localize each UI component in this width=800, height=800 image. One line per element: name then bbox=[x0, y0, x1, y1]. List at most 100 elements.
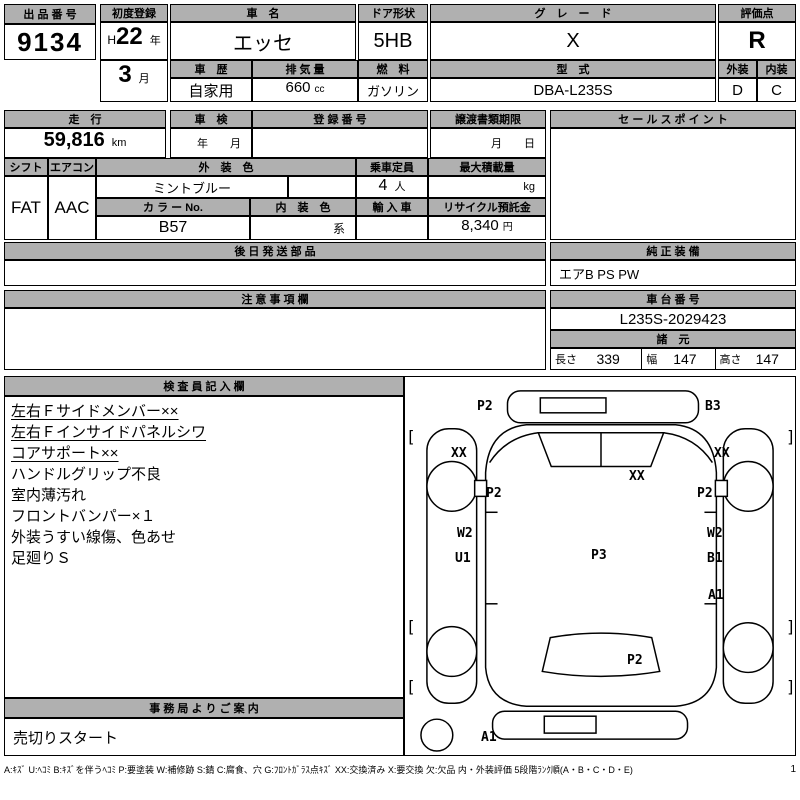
damage-mark: W2 bbox=[457, 526, 473, 541]
inspector-note-line: 室内薄汚れ bbox=[11, 487, 87, 504]
car-name-value: エッセ bbox=[170, 22, 356, 60]
damage-mark: W2 bbox=[707, 526, 723, 541]
mileage-label: 走 行 bbox=[4, 110, 166, 128]
rear-bumper bbox=[491, 710, 689, 740]
capacity-value: 4 人 bbox=[356, 176, 428, 198]
fuel-value: ガソリン bbox=[358, 78, 428, 102]
displacement-label: 排 気 量 bbox=[252, 60, 358, 78]
pillar-bracket: [ bbox=[406, 617, 416, 636]
transfer-deadline-value: 月 日 bbox=[430, 128, 546, 158]
damage-mark: XX bbox=[714, 446, 730, 461]
era-prefix: H bbox=[107, 33, 116, 47]
rear-left-wheel bbox=[426, 625, 478, 678]
damage-mark: A1 bbox=[708, 588, 724, 603]
displacement-value: 660 cc bbox=[252, 78, 358, 102]
max-load-value: kg bbox=[428, 176, 546, 198]
car-body bbox=[484, 424, 718, 708]
width-label: 幅 bbox=[646, 354, 658, 366]
inspector-note-line: 外装うすい線傷、色あせ bbox=[11, 529, 177, 546]
caution-notes-box bbox=[4, 308, 546, 370]
front-bumper bbox=[506, 390, 700, 424]
max-load-label: 最大積載量 bbox=[428, 158, 546, 176]
first-reg-label: 初度登録 bbox=[100, 4, 168, 22]
mileage-value: 59,816 km bbox=[4, 128, 166, 158]
recycle-deposit-value: 8,340 円 bbox=[428, 216, 546, 240]
shift-label: シフト bbox=[4, 158, 48, 176]
length-value: 339 bbox=[596, 351, 620, 367]
windshield bbox=[537, 431, 665, 468]
interior-color-value: 系 bbox=[250, 216, 356, 240]
inspector-note-line: ハンドルグリップ不良 bbox=[11, 466, 162, 483]
score-label: 評価点 bbox=[718, 4, 796, 22]
chassis-no-value: L235S-2029423 bbox=[550, 308, 796, 330]
damage-mark: XX bbox=[629, 469, 645, 484]
damage-mark: B3 bbox=[705, 399, 721, 414]
pillar-bracket: ] bbox=[786, 677, 796, 696]
year-unit: 年 bbox=[149, 35, 161, 47]
inspection-label: 車 検 bbox=[170, 110, 252, 128]
pillar-bracket: [ bbox=[406, 677, 416, 696]
length-label: 長さ bbox=[555, 354, 577, 366]
exterior-grade-label: 外装 bbox=[718, 60, 757, 78]
import-car-value bbox=[356, 216, 428, 240]
rear-plate bbox=[543, 715, 597, 734]
fuel-label: 燃 料 bbox=[358, 60, 428, 78]
width-value: 147 bbox=[673, 351, 697, 367]
registration-no-label: 登 録 番 号 bbox=[252, 110, 428, 128]
first-reg-year: 22 bbox=[115, 23, 143, 50]
score-value: R bbox=[718, 22, 796, 60]
exterior-color-label: 外 装 色 bbox=[96, 158, 356, 176]
auction-no-value: 9134 bbox=[4, 24, 96, 60]
first-reg-month: 3 bbox=[118, 61, 132, 88]
import-car-label: 輸 入 車 bbox=[356, 198, 428, 216]
grade-label: グ レ ー ド bbox=[430, 4, 716, 22]
inspector-note-line: 左右Ｆサイドメンバー×× bbox=[11, 403, 179, 420]
damage-mark: XX bbox=[451, 446, 467, 461]
inspection-value: 年 月 bbox=[170, 128, 252, 158]
damage-mark: A1 bbox=[481, 730, 497, 745]
damage-mark: P2 bbox=[486, 486, 502, 501]
aircon-value: AAC bbox=[48, 176, 96, 240]
sales-point-label: セ ー ル ス ポ イ ン ト bbox=[550, 110, 796, 128]
exterior-color-sub-cell bbox=[288, 176, 356, 198]
model-code-value: DBA-L235S bbox=[430, 78, 716, 102]
later-parts-label: 後 日 発 送 部 品 bbox=[4, 242, 546, 260]
model-code-label: 型 式 bbox=[430, 60, 716, 78]
car-outline-svg bbox=[420, 390, 774, 752]
genuine-equipment-label: 純 正 装 備 bbox=[550, 242, 796, 260]
exterior-grade-value: D bbox=[718, 78, 757, 102]
chassis-no-label: 車 台 番 号 bbox=[550, 290, 796, 308]
car-name-label: 車 名 bbox=[170, 4, 356, 22]
month-unit: 月 bbox=[138, 73, 150, 85]
history-label: 車 歴 bbox=[170, 60, 252, 78]
inspector-note-line: 左右Ｆインサイドパネルシワ bbox=[11, 424, 207, 441]
pillar-bracket: ] bbox=[786, 427, 796, 446]
damage-mark: U1 bbox=[455, 551, 471, 566]
transfer-deadline-label: 譲渡書類期限 bbox=[430, 110, 546, 128]
first-reg-month-cell: 3 月 bbox=[100, 60, 168, 102]
color-no-label: カ ラ ー No. bbox=[96, 198, 250, 216]
inspector-note-line: フロントバンパー×１ bbox=[11, 508, 156, 525]
mileage-number: 59,816 bbox=[43, 129, 105, 151]
damage-mark: B1 bbox=[707, 551, 723, 566]
office-info-value: 売切りスタート bbox=[4, 718, 404, 756]
interior-grade-value: C bbox=[757, 78, 796, 102]
right-side-panel bbox=[722, 427, 774, 705]
left-mirror bbox=[473, 479, 488, 498]
auction-no-label: 出 品 番 号 bbox=[4, 4, 96, 24]
door-shape-label: ドア形状 bbox=[358, 4, 428, 22]
door-shape-value: 5HB bbox=[358, 22, 428, 60]
office-info-label: 事 務 局 よ り ご 案 内 bbox=[4, 698, 404, 718]
left-side-panel bbox=[426, 427, 478, 705]
capacity-label: 乗車定員 bbox=[356, 158, 428, 176]
inspector-note-line: 足廻りＳ bbox=[11, 550, 72, 567]
sales-point-box bbox=[550, 128, 796, 240]
pillar-bracket: [ bbox=[406, 427, 416, 446]
inspector-note-line: コアサポート×× bbox=[11, 445, 119, 462]
interior-grade-label: 内装 bbox=[757, 60, 796, 78]
rear-window bbox=[541, 632, 661, 678]
spec-label: 諸 元 bbox=[550, 330, 796, 348]
capacity-unit: 人 bbox=[394, 181, 406, 193]
